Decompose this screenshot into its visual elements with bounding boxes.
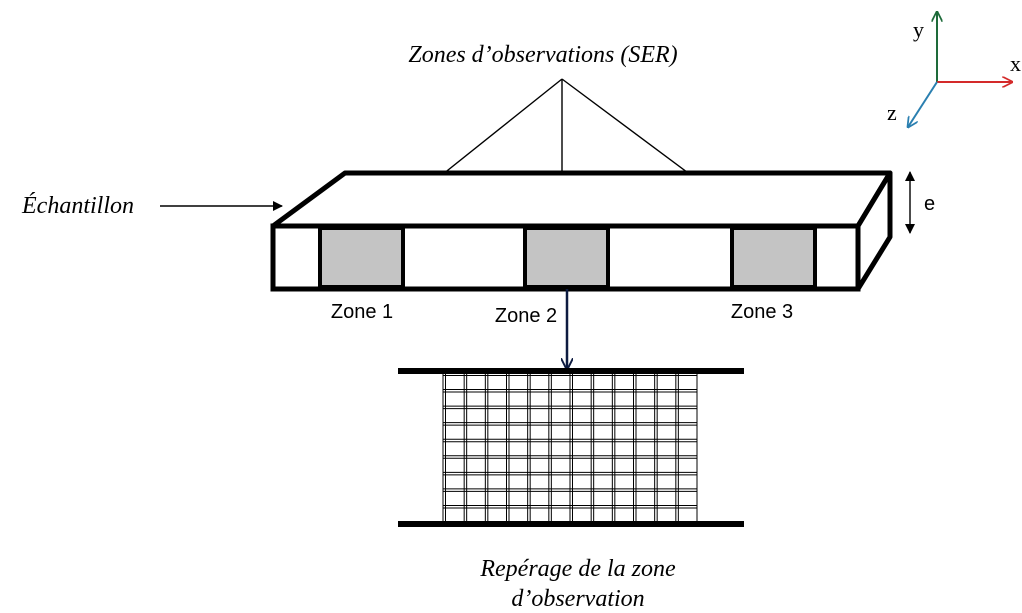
observation-grid <box>398 368 744 527</box>
zone-3-label: Zone 3 <box>731 301 793 323</box>
slab-top-face <box>270 170 893 229</box>
zone-3-patch <box>730 226 817 289</box>
thickness-label: e <box>924 193 935 215</box>
zone-1-patch <box>318 226 405 289</box>
zone-2-patch <box>523 226 610 289</box>
zone-1-label: Zone 1 <box>331 301 393 323</box>
z-axis-arrow <box>908 81 938 127</box>
grid-lines <box>442 372 698 523</box>
observation-zones-title: Zones d’observations (SER) <box>408 42 677 68</box>
z-axis-label: z <box>887 100 897 125</box>
coordinate-axes: y x z <box>887 12 1021 127</box>
y-axis-label: y <box>913 17 924 42</box>
grid-caption-line-2: d’observation <box>511 586 644 612</box>
x-axis-label: x <box>1010 51 1021 76</box>
grid-caption-line-1: Repérage de la zone <box>479 556 676 582</box>
sample-slab <box>270 170 893 292</box>
zone-2-label: Zone 2 <box>495 305 557 327</box>
sample-label: Échantillon <box>21 193 134 219</box>
